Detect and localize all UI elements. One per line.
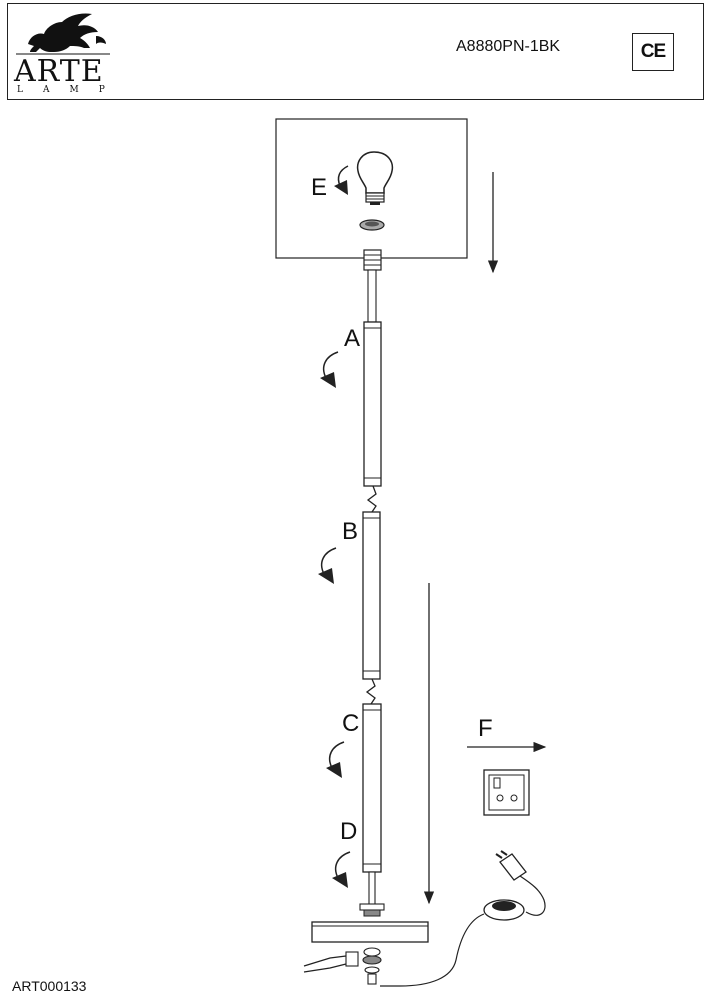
rotate-arrow-icon [318,547,337,584]
header-frame [7,3,704,100]
label-e: E [311,174,328,201]
wall-socket-icon [483,769,530,816]
rotate-arrow-icon [334,165,349,195]
brand-subtitle: LAMP [17,85,125,95]
label-c: C [342,710,360,737]
tube-a [363,321,382,487]
label-b: B [342,518,359,545]
bulb-icon [356,151,394,205]
tube-cd [362,703,382,873]
ce-mark-icon: CE [632,33,674,71]
plug-icon [495,850,546,916]
rotate-arrow-icon [326,741,345,778]
base-plate [311,921,429,943]
article-code: ART000133 [12,978,87,994]
label-f: F [478,715,493,742]
cable-terminal-icon [303,947,382,985]
tube-b [362,511,381,680]
rotate-arrow-icon [320,351,339,388]
rotate-arrow-icon [332,851,351,888]
lion-logo-icon [16,13,110,55]
label-a: A [344,325,361,352]
label-d: D [340,818,358,845]
foot-switch-icon [483,899,525,921]
model-number: A8880PN-1BK [456,38,561,55]
brand-name: ARTE [14,54,104,89]
